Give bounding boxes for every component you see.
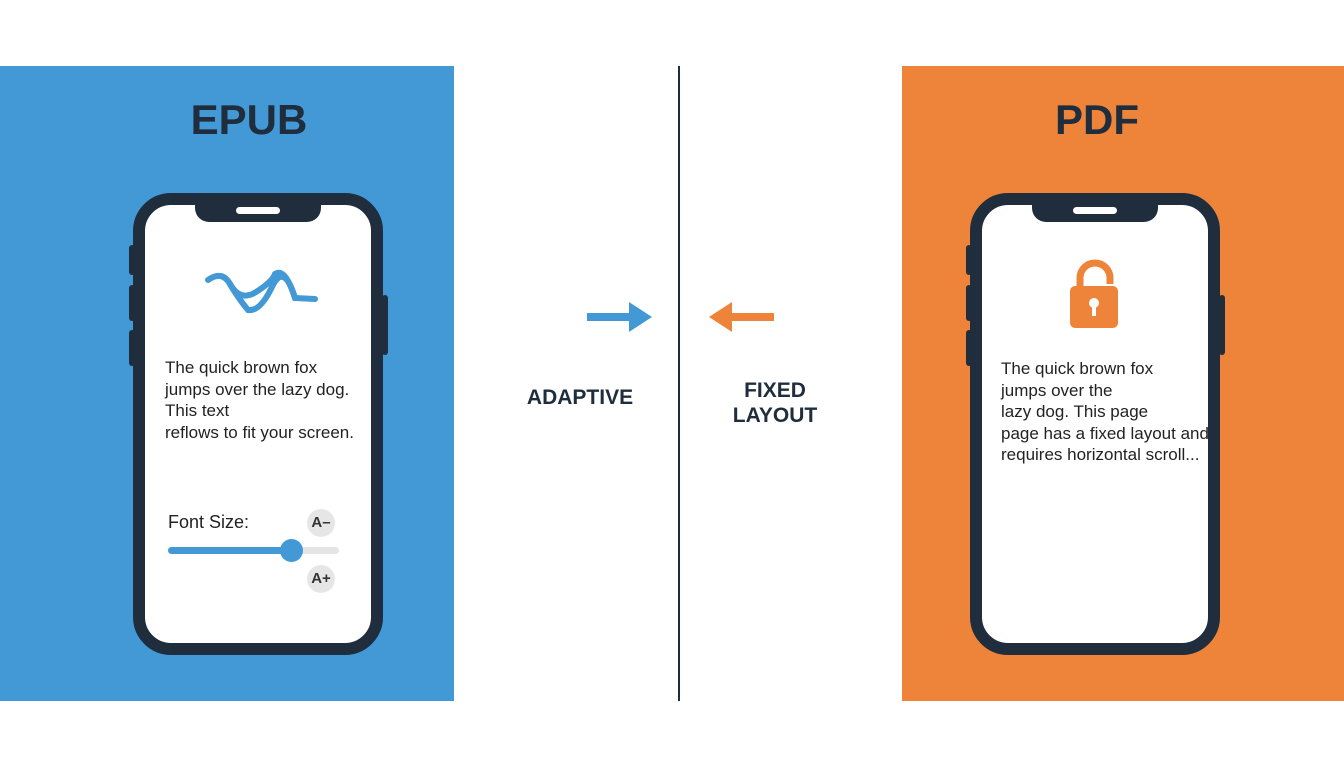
phone-side-button xyxy=(382,295,388,355)
pdf-phone xyxy=(970,193,1220,655)
font-size-label: Font Size: xyxy=(168,512,250,532)
phone-notch xyxy=(195,204,321,222)
fixed-label-line: LAYOUT xyxy=(732,404,818,427)
text-line: The quick brown fox xyxy=(1001,359,1154,378)
phone-side-button xyxy=(1219,295,1225,355)
text-line: lazy dog. This page xyxy=(1001,402,1149,422)
text-line: reflows to fit your screen. xyxy=(165,422,354,442)
epub-sample-text: The quick brown fox jumps over the lazy … xyxy=(165,357,354,443)
text-line: This text xyxy=(165,401,230,421)
arrow-right-icon xyxy=(587,302,652,332)
slider-thumb[interactable] xyxy=(280,539,304,562)
fixed-label-line: FIXED xyxy=(744,379,806,402)
phone-notch xyxy=(1032,204,1158,222)
fixed-layout-label: FIXED LAYOUT xyxy=(695,378,855,428)
arrow-left-icon xyxy=(709,302,774,332)
increase-font-button[interactable]: A+ xyxy=(307,565,335,593)
phone-side-button xyxy=(966,330,972,366)
pdf-title: PDF xyxy=(1055,96,1139,143)
text-line: The quick brown fox xyxy=(165,358,318,377)
text-line: page has a fixed layout and xyxy=(1001,423,1209,443)
divider xyxy=(678,66,680,701)
pdf-sample-text: The quick brown fox jumps over the lazy … xyxy=(1001,358,1209,466)
text-line: jumps over the xyxy=(1001,380,1113,400)
epub-phone xyxy=(133,193,383,655)
slider-fill xyxy=(168,547,292,554)
phone-side-button xyxy=(129,285,135,321)
text-line: requires horizontal scroll... xyxy=(1001,445,1200,465)
adaptive-label: ADAPTIVE xyxy=(526,386,634,409)
phone-side-button xyxy=(966,285,972,321)
phone-side-button xyxy=(966,245,972,275)
phone-side-button xyxy=(129,330,135,366)
phone-side-button xyxy=(129,245,135,275)
text-line: jumps over the lazy dog. xyxy=(165,379,350,399)
epub-title: EPUB xyxy=(190,96,308,143)
decrease-font-button[interactable]: A– xyxy=(307,509,335,537)
font-size-slider[interactable] xyxy=(168,539,339,562)
wave-icon xyxy=(205,269,318,314)
lock-icon xyxy=(1070,259,1118,328)
